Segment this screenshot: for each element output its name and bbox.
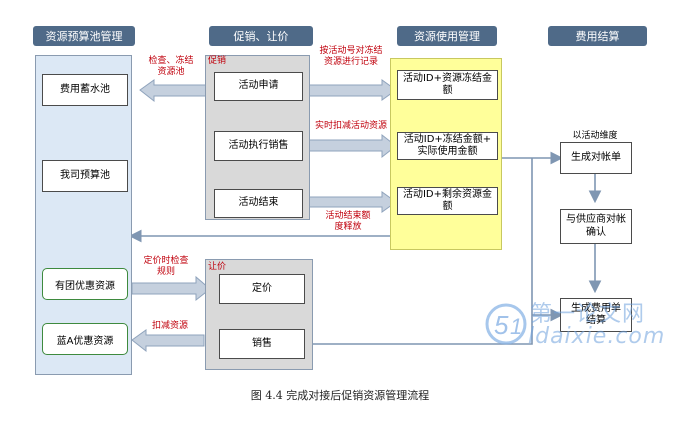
header-promo: 促销、让价 (209, 26, 313, 46)
svg-text:1: 1 (510, 314, 522, 339)
label-release-line1: 活动结束额 (325, 211, 371, 221)
watermark-text-top: 第一论文网 (530, 302, 646, 327)
header-settlement: 费用结算 (548, 26, 647, 46)
settlement-box-reconcile: 与供应商对帐 确认 (560, 209, 632, 244)
arrow-release (304, 191, 397, 213)
arrow-check-freeze (139, 79, 211, 103)
usage-box-remaining: 活动ID+剩余资源金 额 (397, 187, 498, 215)
settlement-box-reconcile-line1: 与供应商对帐 (566, 214, 626, 225)
label-price-check-line1: 定价时检查 (143, 256, 189, 266)
label-check-freeze: 检查、冻结 资源池 (140, 56, 202, 78)
promo-section-label: 促销 (208, 56, 227, 66)
label-price-check-line2: 规则 (156, 266, 175, 277)
usage-box-freeze-line1: 活动ID+资源冻结金 (402, 72, 493, 84)
discount-box-sales: 销售 (219, 329, 305, 359)
discount-box-pricing: 定价 (219, 274, 305, 304)
promo-box-execute-sales: 活动执行销售 (214, 131, 303, 161)
label-by-activity-line1: 按活动号对冻结 (319, 46, 383, 56)
header-usage: 资源使用管理 (397, 26, 497, 46)
label-price-check: 定价时检查 规则 (135, 256, 197, 278)
pool-box-group-discount: 有团优惠资源 (42, 268, 128, 300)
settlement-box-expense-line1: 生成费用单 (571, 302, 621, 314)
usage-box-remaining-line1: 活动ID+剩余资源金 (402, 188, 493, 200)
arrow-price-check (131, 275, 211, 302)
watermark-text-bottom: ldaixie.com (528, 324, 666, 349)
figure-caption: 图 4.4 完成对接后促销资源管理流程 (250, 389, 430, 402)
arrow-deduct (131, 329, 205, 353)
usage-box-actual: 活动ID+冻结金额+ 实际使用金额 (397, 132, 498, 160)
settlement-box-expense-line2: 结算 (586, 315, 606, 326)
label-by-activity: 按活动号对冻结 资源进行记录 (313, 46, 389, 68)
pool-box-reservoir: 费用蓄水池 (42, 74, 128, 106)
promo-box-end: 活动结束 (214, 189, 303, 218)
pool-box-company-budget: 我司预算池 (42, 160, 128, 192)
promo-box-apply: 活动申请 (214, 72, 303, 101)
label-release: 活动结束额 度释放 (316, 211, 380, 233)
label-release-line2: 度释放 (334, 221, 362, 232)
watermark-logo-icon: 5 1 (485, 303, 527, 345)
settlement-note: 以活动维度 (572, 131, 618, 141)
usage-box-freeze: 活动ID+资源冻结金 额 (397, 70, 498, 100)
label-deduct: 扣减资源 (151, 321, 188, 331)
budget-pool-column (35, 55, 132, 375)
usage-box-actual-line1: 活动ID+冻结金额+ (403, 133, 492, 145)
header-budget-pool: 资源预算池管理 (33, 26, 135, 46)
settlement-box-statement: 生成对帐单 (560, 142, 632, 174)
settlement-box-expense: 生成费用单 结算 (560, 298, 632, 332)
svg-text:5: 5 (494, 310, 509, 340)
discount-section-label: 让价 (208, 262, 227, 272)
arrow-record-freeze (304, 79, 397, 101)
pool-box-blue-a-discount: 蓝A优惠资源 (42, 323, 128, 355)
label-check-freeze-line2: 资源池 (157, 66, 185, 77)
usage-box-freeze-line2: 额 (442, 85, 453, 96)
label-by-activity-line2: 资源进行记录 (323, 56, 378, 67)
arrow-realtime-deduct (304, 133, 397, 159)
label-check-freeze-line1: 检查、冻结 (148, 56, 194, 66)
usage-box-actual-line2: 实际使用金额 (417, 146, 478, 157)
settlement-box-reconcile-line2: 确认 (586, 226, 606, 238)
usage-box-remaining-line2: 额 (442, 201, 453, 212)
label-realtime-deduct: 实时扣减活动资源 (314, 121, 387, 131)
